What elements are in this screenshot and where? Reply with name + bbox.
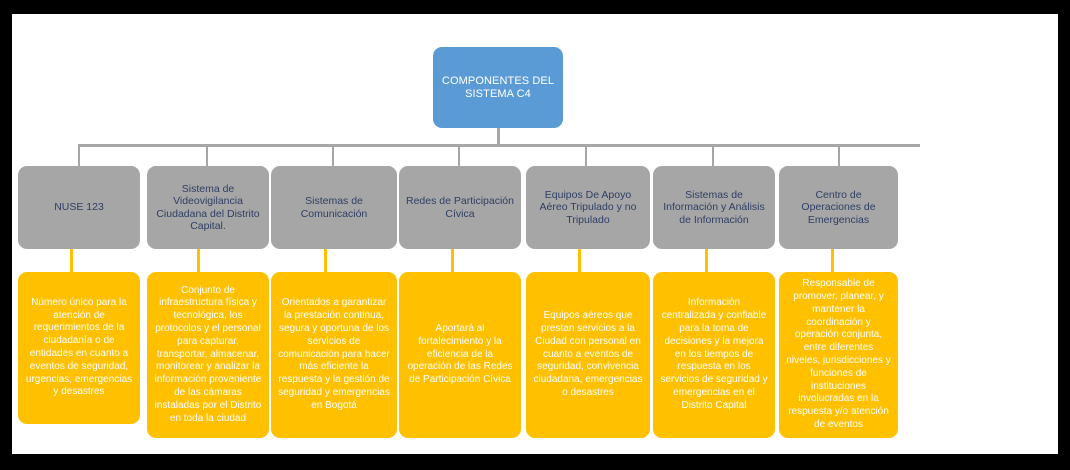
node-description-7-label: Responsable de promover, planear, y mant… (786, 278, 891, 430)
connector-drop-1 (78, 144, 80, 166)
node-root[interactable]: COMPONENTES DEL SISTEMA C4 (433, 47, 563, 128)
connector-yellow-2 (197, 249, 200, 273)
node-category-6[interactable]: Sistemas de Información y Análisis de In… (653, 166, 775, 249)
node-category-7-label: Centro de Operaciones de Emergencias (801, 188, 876, 226)
node-root-label: COMPONENTES DEL SISTEMA C4 (441, 74, 555, 100)
connector-yellow-7 (831, 249, 834, 273)
connector-horizontal-bus (78, 144, 920, 147)
node-description-5-label: Equipos aéreos que prestan servicios a l… (533, 310, 643, 398)
node-description-3-label: Orientados a garantizar la prestación co… (278, 297, 390, 411)
node-description-6[interactable]: Información centralizada y confiable par… (653, 272, 775, 438)
connector-yellow-4 (451, 249, 454, 273)
connector-drop-3 (332, 144, 334, 166)
node-description-2[interactable]: Conjunto de infraestructura física y tec… (147, 272, 269, 438)
connector-root-stem (497, 127, 500, 146)
connector-drop-4 (458, 144, 460, 166)
node-category-4[interactable]: Redes de Participación Cívica (399, 166, 521, 249)
node-description-5[interactable]: Equipos aéreos que prestan servicios a l… (526, 272, 650, 438)
connector-yellow-1 (70, 249, 73, 273)
node-category-6-label: Sistemas de Información y Análisis de In… (663, 188, 765, 226)
node-description-1[interactable]: Número único para la atención de requeri… (18, 272, 140, 424)
node-category-3-label: Sistemas de Comunicación (300, 195, 368, 220)
connector-drop-2 (206, 144, 208, 166)
connector-drop-7 (838, 144, 840, 166)
node-category-2[interactable]: Sistema de Videovigilancia Ciudadana del… (147, 166, 269, 249)
node-description-4-label: Aportará al fortalecimiento y la eficien… (407, 323, 513, 386)
node-description-4[interactable]: Aportará al fortalecimiento y la eficien… (399, 272, 521, 438)
node-category-7[interactable]: Centro de Operaciones de Emergencias (779, 166, 898, 249)
node-description-3[interactable]: Orientados a garantizar la prestación co… (271, 272, 397, 438)
connector-yellow-5 (578, 249, 581, 273)
node-description-7[interactable]: Responsable de promover, planear, y mant… (779, 272, 898, 438)
node-category-1[interactable]: NUSE 123 (18, 166, 140, 249)
node-description-1-label: Número único para la atención de requeri… (25, 296, 133, 398)
connector-drop-5 (585, 144, 587, 166)
connector-drop-6 (712, 144, 714, 166)
node-category-1-label: NUSE 123 (54, 201, 104, 214)
node-description-2-label: Conjunto de infraestructura física y tec… (154, 284, 262, 424)
node-category-5-label: Equipos De Apoyo Aéreo Tripulado y no Tr… (539, 188, 637, 226)
connector-yellow-3 (324, 249, 327, 273)
node-category-4-label: Redes de Participación Cívica (406, 195, 514, 220)
node-category-5[interactable]: Equipos De Apoyo Aéreo Tripulado y no Tr… (526, 166, 650, 249)
node-category-3[interactable]: Sistemas de Comunicación (271, 166, 397, 249)
node-description-6-label: Información centralizada y confiable par… (660, 297, 768, 411)
connector-yellow-6 (705, 249, 708, 273)
node-category-2-label: Sistema de Videovigilancia Ciudadana del… (156, 182, 260, 232)
